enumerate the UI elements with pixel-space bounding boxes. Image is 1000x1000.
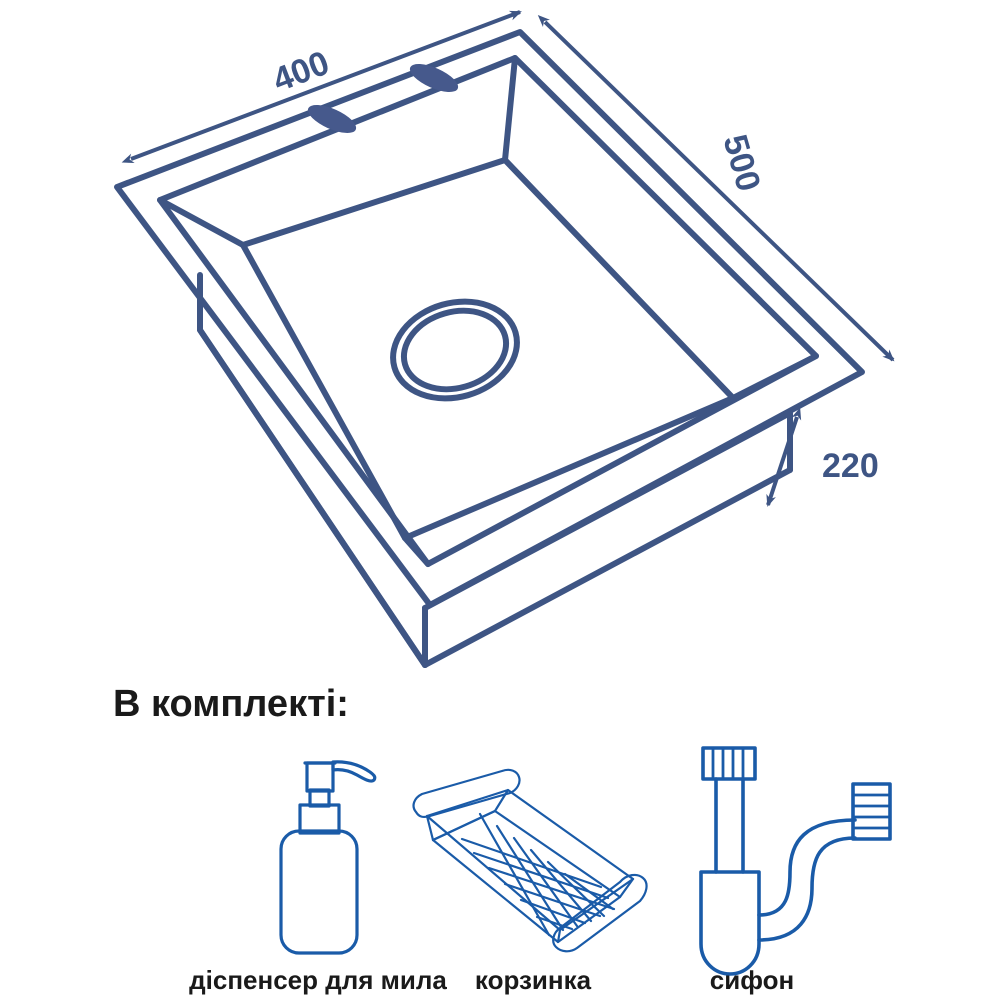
bowl-edge-left bbox=[157, 197, 246, 248]
basket-edge-right bbox=[618, 877, 635, 899]
basket-mesh-transverse bbox=[460, 837, 616, 931]
dimension-line-220 bbox=[766, 407, 802, 507]
bowl-edge-bottom bbox=[402, 535, 431, 567]
basket-edge-left bbox=[425, 814, 435, 842]
basket-edge-front bbox=[556, 928, 562, 944]
basket-edge-back bbox=[493, 788, 510, 813]
included-heading: В комплекті: bbox=[113, 683, 349, 725]
siphon-outlet-ribs bbox=[851, 793, 892, 830]
basket-mesh-longitudinal bbox=[478, 812, 615, 937]
dimension-line-400 bbox=[121, 10, 522, 163]
siphon-top-cap-ribs bbox=[711, 746, 745, 781]
drain-outer-ring bbox=[390, 298, 520, 402]
drain-inner-ring bbox=[400, 307, 510, 393]
siphon-top-cap bbox=[701, 746, 757, 781]
siphon-pipe-outer bbox=[757, 836, 857, 942]
dispenser-bottle bbox=[279, 829, 359, 955]
dimension-line-500 bbox=[537, 15, 895, 362]
siphon-pipe-inner bbox=[757, 818, 857, 917]
dimension-lines bbox=[121, 10, 895, 507]
label-siphon: сифон bbox=[710, 965, 794, 995]
basket-rail-far bbox=[412, 768, 521, 819]
siphon-outlet-cap bbox=[851, 782, 892, 841]
siphon-bowl bbox=[699, 870, 761, 976]
basket-rail-near bbox=[552, 873, 648, 953]
sink-skirt-bottom-left-edge bbox=[197, 327, 428, 668]
sink-skirt-bottom-right-edge bbox=[422, 467, 793, 668]
basket-back-wall-edge bbox=[431, 809, 497, 842]
bowl-edge-right bbox=[730, 353, 819, 401]
label-basket: корзинка bbox=[475, 965, 592, 995]
dispenser-spout bbox=[331, 760, 377, 783]
dimension-label-220: 220 bbox=[822, 447, 879, 485]
label-soap-dispenser: діспенсер для мила bbox=[189, 965, 447, 995]
